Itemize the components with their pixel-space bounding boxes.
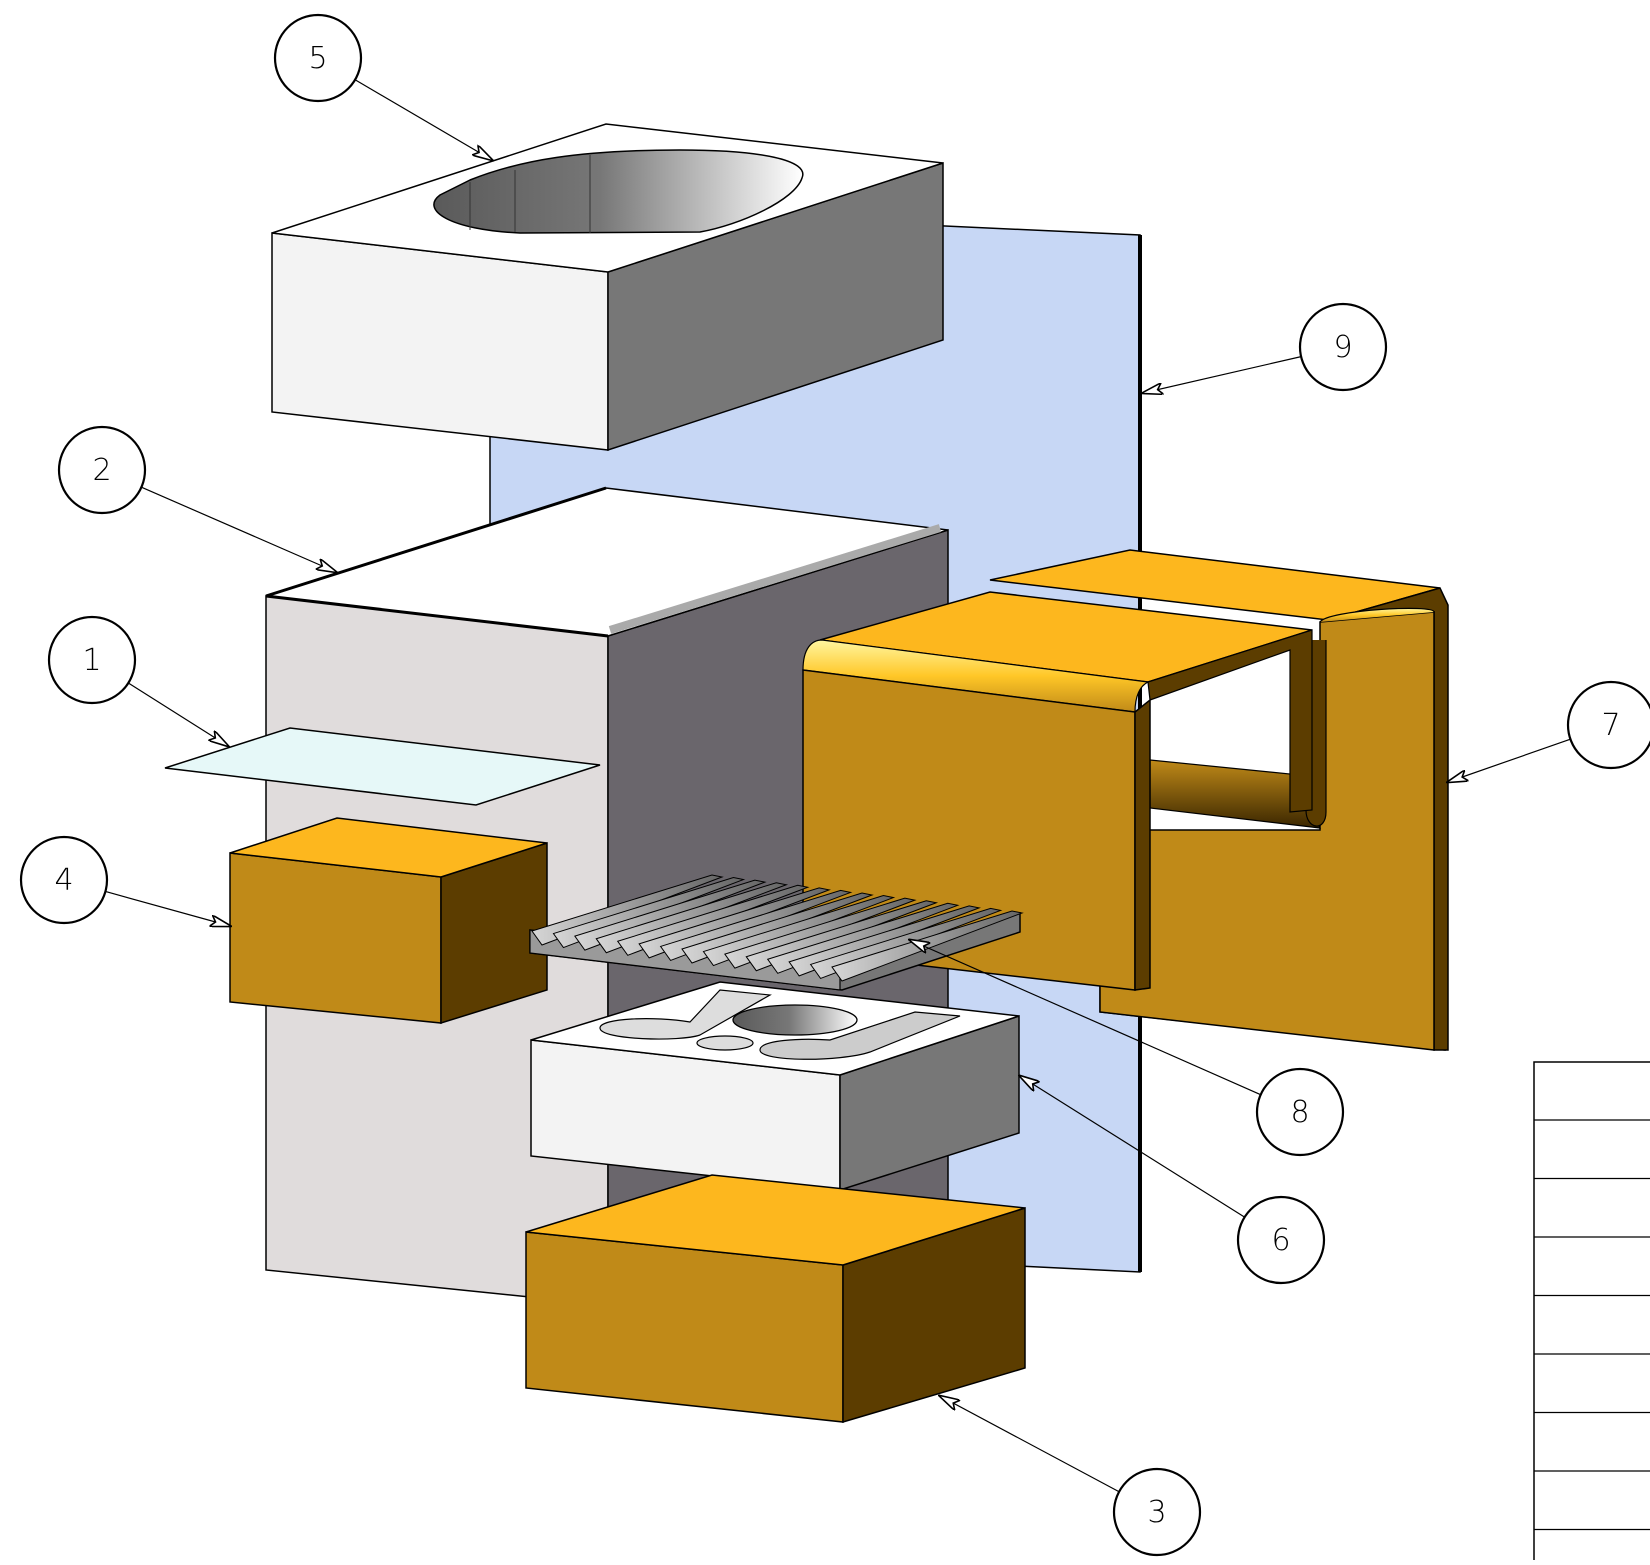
callout-balloon-7 bbox=[1566, 680, 1650, 770]
callout-label-8: 8 bbox=[1290, 1095, 1309, 1130]
corrugation-ridges bbox=[531, 874, 1024, 982]
callout-balloon-4 bbox=[19, 835, 109, 925]
callout-label-4: 4 bbox=[54, 863, 73, 898]
callout-balloon-6 bbox=[1236, 1195, 1326, 1285]
callout-group: 5 9 2 1 7 4 8 6 3 bbox=[19, 13, 1650, 1557]
part-3-bottom-block bbox=[525, 1174, 1026, 1424]
part-8-corrugated-plate bbox=[529, 874, 1024, 991]
callout-balloon-9 bbox=[1298, 302, 1388, 392]
leader-line-2 bbox=[141, 486, 336, 572]
leader-line-5 bbox=[354, 79, 492, 160]
part-4-small-block bbox=[229, 817, 548, 1025]
callout-balloon-1 bbox=[47, 615, 137, 705]
callout-label-7: 7 bbox=[1601, 708, 1620, 743]
leader-line-9 bbox=[1143, 356, 1302, 393]
part-5-top-block bbox=[271, 123, 944, 452]
callout-label-9: 9 bbox=[1333, 330, 1352, 365]
callout-label-6: 6 bbox=[1271, 1223, 1290, 1258]
title-block-frame bbox=[1533, 1061, 1650, 1565]
callout-balloon-3 bbox=[1112, 1467, 1202, 1557]
callout-label-3: 3 bbox=[1147, 1495, 1166, 1530]
callout-label-5: 5 bbox=[308, 41, 327, 76]
callout-balloon-2 bbox=[57, 425, 147, 515]
part-6-pocket-block bbox=[530, 981, 1020, 1192]
leader-line-6 bbox=[1020, 1076, 1245, 1218]
leader-line-7 bbox=[1448, 738, 1571, 782]
leader-line-4 bbox=[105, 890, 230, 926]
callout-label-2: 2 bbox=[92, 453, 111, 488]
part-1-film bbox=[164, 727, 601, 806]
title-block-table bbox=[1533, 1061, 1650, 1565]
leader-line-1 bbox=[128, 682, 228, 746]
leader-line-3 bbox=[940, 1396, 1120, 1493]
leader-line-8 bbox=[910, 940, 1261, 1096]
callout-balloon-8 bbox=[1255, 1067, 1345, 1157]
callout-label-1: 1 bbox=[82, 643, 101, 678]
callout-balloon-5 bbox=[273, 13, 363, 103]
